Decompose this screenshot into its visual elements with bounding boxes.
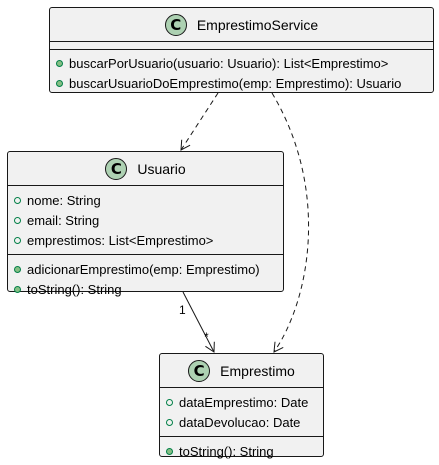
- public-method-icon: [14, 265, 21, 273]
- association-usuario-to-emprestimo: [182, 291, 215, 353]
- class-stereotype-icon: C: [105, 157, 128, 180]
- public-field-icon: [14, 236, 21, 244]
- class-header: C EmprestimoService: [50, 8, 433, 42]
- public-method-icon: [56, 59, 63, 67]
- method-item: buscarUsuarioDoEmprestimo(emp: Emprestim…: [56, 73, 433, 93]
- attributes-section: [50, 42, 433, 50]
- class-name: Usuario: [137, 160, 186, 177]
- method-item: adicionarEmprestimo(emp: Emprestimo): [14, 259, 283, 279]
- public-field-icon: [14, 196, 21, 204]
- methods-section: buscarPorUsuario(usuario: Usuario): List…: [50, 50, 433, 97]
- class-header: C Usuario: [8, 152, 283, 186]
- class-stereotype-icon: C: [164, 13, 187, 36]
- class-stereotype-icon: C: [188, 359, 211, 382]
- attribute-item: nome: String: [14, 190, 283, 210]
- attribute-item: dataDevolucao: Date: [166, 412, 323, 432]
- methods-section: toString(): String: [160, 437, 323, 465]
- public-method-icon: [56, 79, 63, 87]
- method-item: buscarPorUsuario(usuario: Usuario): List…: [56, 53, 433, 73]
- class-header: C Emprestimo: [160, 354, 323, 388]
- attribute-item: emprestimos: List<Emprestimo>: [14, 230, 283, 250]
- class-usuario[interactable]: C Usuario nome: String email: String emp…: [7, 151, 284, 297]
- public-field-icon: [14, 216, 21, 224]
- public-field-icon: [166, 418, 173, 426]
- public-method-icon: [14, 285, 21, 293]
- attributes-section: dataEmprestimo: Date dataDevolucao: Date: [160, 388, 323, 437]
- class-name: Emprestimo: [220, 362, 295, 379]
- attribute-item: dataEmprestimo: Date: [166, 392, 323, 412]
- class-name: EmprestimoService: [196, 16, 319, 33]
- methods-section: adicionarEmprestimo(emp: Emprestimo) toS…: [8, 255, 283, 303]
- attribute-item: email: String: [14, 210, 283, 230]
- association-source-multiplicity: 1: [179, 303, 186, 317]
- method-item: toString(): String: [166, 441, 323, 461]
- public-field-icon: [166, 398, 173, 406]
- public-method-icon: [166, 447, 173, 455]
- attributes-section: nome: String email: String emprestimos: …: [8, 186, 283, 255]
- class-emprestimo-service[interactable]: C EmprestimoService buscarPorUsuario(usu…: [49, 7, 434, 93]
- dependency-service-to-usuario: [180, 92, 219, 151]
- association-target-multiplicity: *: [204, 330, 209, 344]
- dependency-service-to-emprestimo: [271, 92, 310, 353]
- class-emprestimo[interactable]: C Emprestimo dataEmprestimo: Date dataDe…: [159, 353, 324, 459]
- method-item: toString(): String: [14, 279, 283, 299]
